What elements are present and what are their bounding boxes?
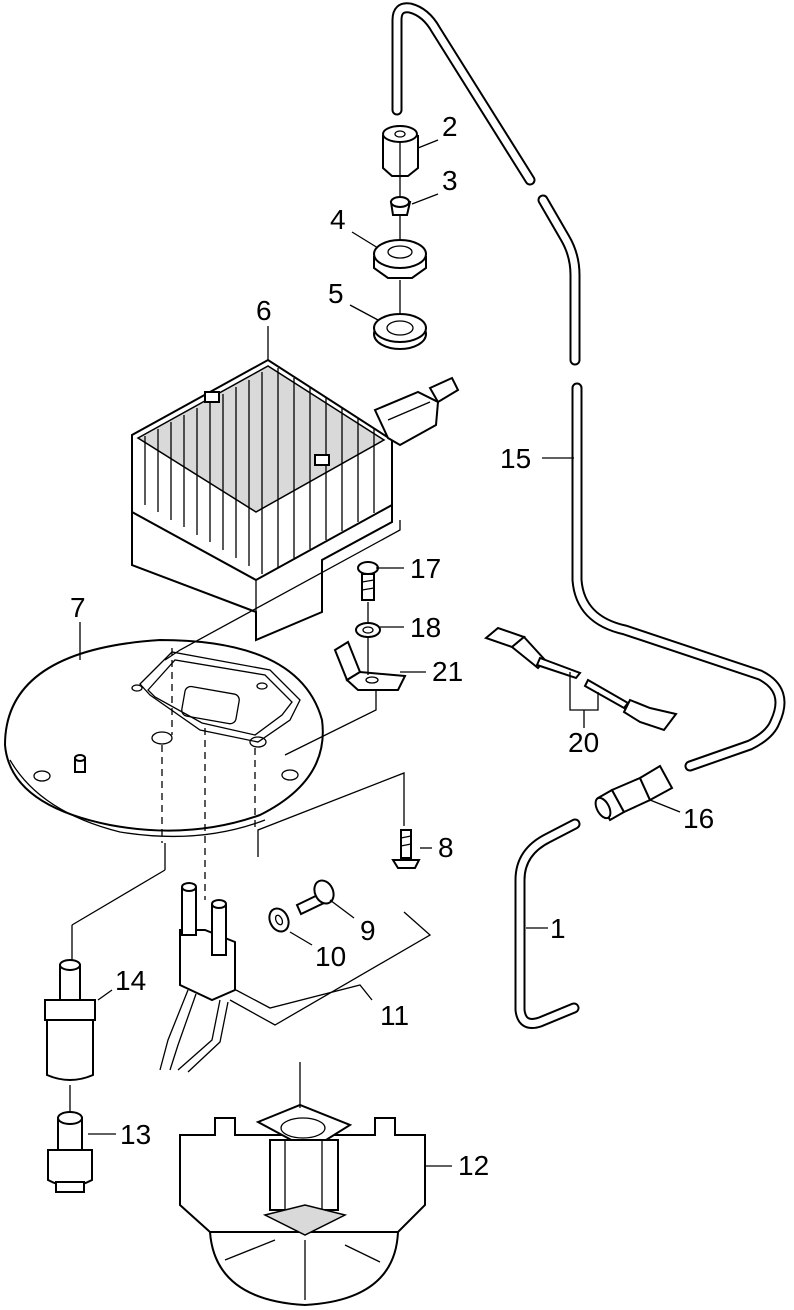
label-17: 17: [410, 553, 441, 584]
fitting-16: [594, 764, 674, 822]
label-4: 4: [330, 204, 346, 235]
label-5: 5: [328, 278, 344, 309]
lock-washer-5: [373, 313, 427, 350]
label-9: 9: [360, 915, 376, 946]
screw-9: [295, 879, 335, 916]
dashed-alignment-lines: [161, 648, 256, 900]
fuel-hose-15: [391, 2, 786, 772]
mounting-plate-7: [3, 638, 324, 838]
screw-17: [357, 561, 379, 601]
label-10: 10: [315, 941, 346, 972]
burner-head-12: [179, 1062, 426, 1307]
hex-nut-4: [373, 239, 427, 279]
fuel-hose-1: [514, 818, 581, 1029]
part-number-labels: 1 2 3 4 5 6 7 8 9 10 11 12 13 14 15 16 1…: [70, 111, 714, 1181]
photo-cell-14: [44, 959, 96, 1081]
label-21: 21: [432, 656, 463, 687]
electrode-assembly-11: [159, 882, 236, 1073]
label-7: 7: [70, 592, 86, 623]
bracket-21: [333, 640, 407, 691]
label-8: 8: [438, 832, 454, 863]
label-3: 3: [442, 165, 458, 196]
label-11: 11: [380, 1000, 409, 1031]
ferrule-3: [389, 196, 412, 216]
label-12: 12: [458, 1150, 489, 1181]
label-16: 16: [683, 803, 714, 834]
label-14: 14: [115, 965, 146, 996]
ignition-transformer-6: [131, 358, 460, 642]
label-2: 2: [442, 111, 458, 142]
photo-cell-holder-13: [47, 1111, 93, 1193]
nozzle-nut-2: [382, 125, 419, 177]
ignition-cable-20: [483, 626, 678, 732]
washer-10: [268, 907, 290, 933]
label-20: 20: [568, 727, 599, 758]
label-15: 15: [500, 443, 531, 474]
label-1: 1: [550, 913, 566, 944]
label-18: 18: [410, 612, 441, 643]
label-13: 13: [120, 1119, 151, 1150]
screw-8: [391, 829, 421, 869]
toothed-washer-18: [355, 622, 381, 638]
label-6: 6: [256, 295, 272, 326]
